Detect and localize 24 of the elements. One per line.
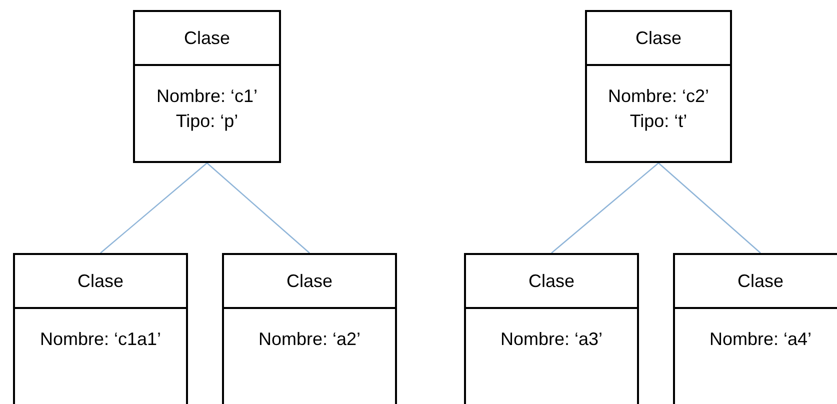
- class-name: Clase: [184, 26, 230, 50]
- class-box: [13, 253, 188, 404]
- attribute-text: Nombre: ‘a3’: [500, 328, 603, 351]
- attribute-text: Tipo: ‘t’: [630, 110, 688, 133]
- attribute-text: Nombre: ‘a4’: [709, 328, 812, 351]
- connector-line: [206, 162, 310, 254]
- connector-line: [658, 162, 761, 254]
- class-name: Clase: [635, 26, 682, 50]
- class-box: [464, 253, 639, 404]
- attribute-text: Nombre: ‘c1’: [156, 85, 258, 108]
- attribute-text: Nombre: ‘a2’: [258, 328, 361, 351]
- attribute-text: Nombre: ‘c2’: [608, 85, 710, 108]
- class-box: [673, 253, 837, 404]
- class-name: Clase: [286, 270, 333, 292]
- attribute-text: Tipo: ‘p’: [176, 110, 238, 133]
- attribute-text: Nombre: ‘c1a1’: [40, 328, 162, 351]
- class-name: Clase: [528, 270, 575, 292]
- class-box: [222, 253, 397, 404]
- connector-line: [100, 162, 208, 254]
- connector-line: [551, 162, 659, 254]
- class-name: Clase: [737, 270, 784, 292]
- class-name: Clase: [77, 270, 124, 292]
- class-box: [133, 10, 281, 163]
- class-box: [585, 10, 732, 163]
